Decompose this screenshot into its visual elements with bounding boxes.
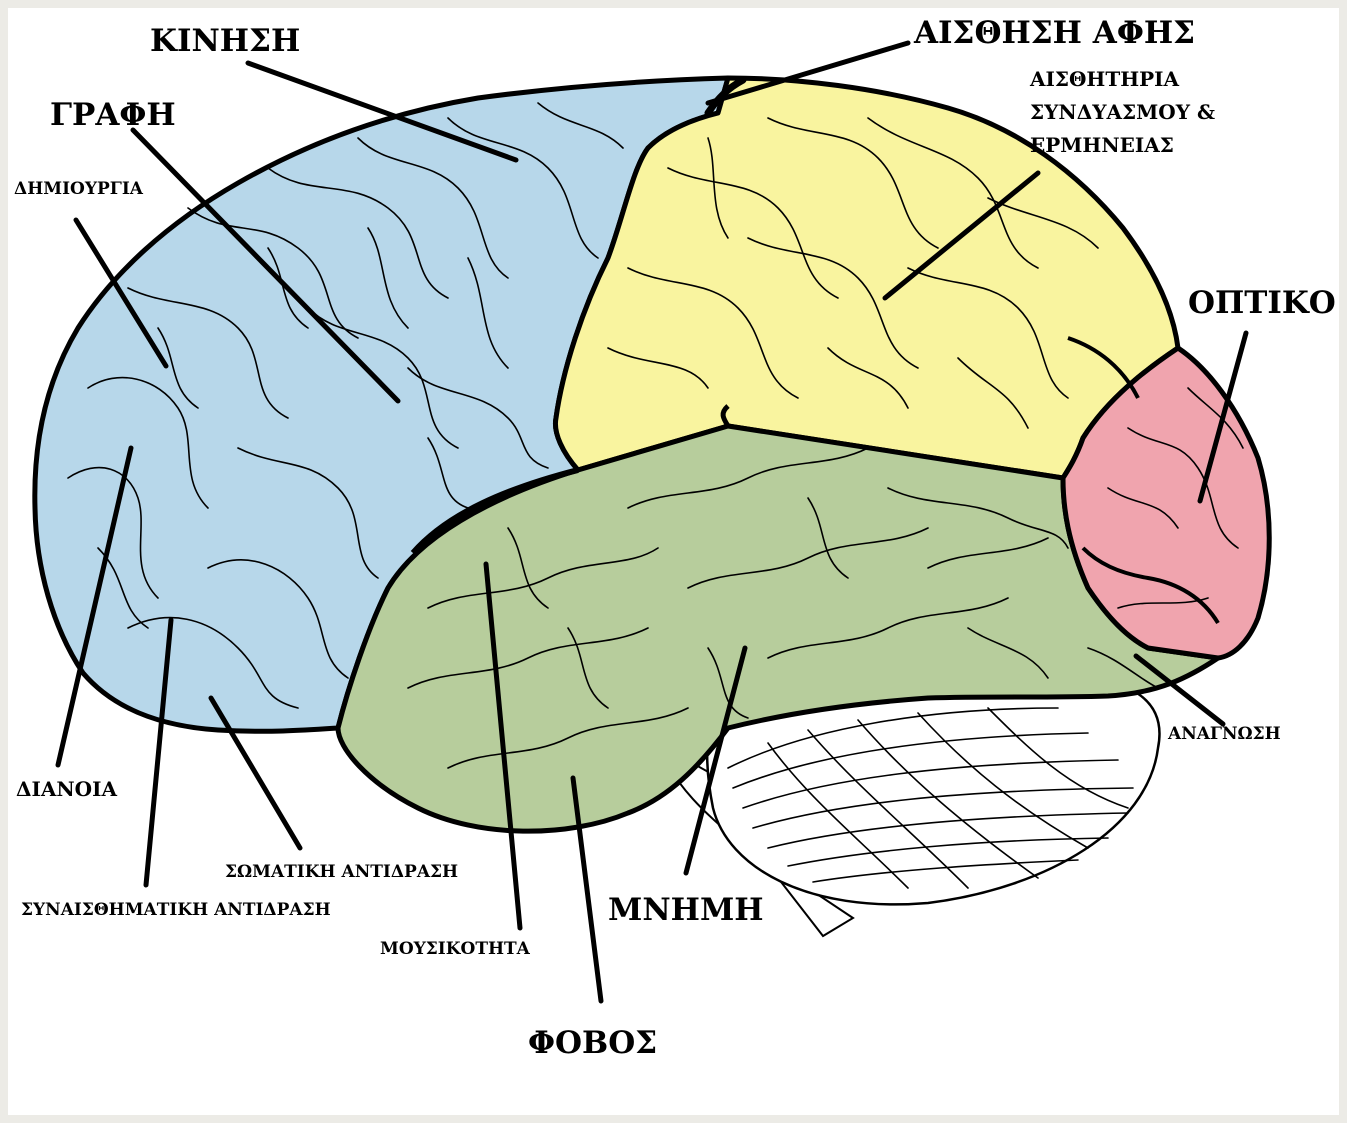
label-mousikotita: ΜΟΥΣΙΚΟΤΗΤΑ <box>380 940 530 960</box>
label-synaisthimatiki-antidrasi: ΣΥΝΑΙΣΘΗΜΑΤΙΚΗ ΑΝΤΙΔΡΑΣΗ <box>21 901 331 921</box>
label-fovos: ΦΟΒΟΣ <box>528 1026 657 1062</box>
label-aisthitiria-line1: ΑΙΣΘΗΤΗΡΙΑ <box>1030 68 1179 91</box>
label-somatiki-antidrasi: ΣΩΜΑΤΙΚΗ ΑΝΤΙΔΡΑΣΗ <box>225 863 458 883</box>
label-optiko: ΟΠΤΙΚΟ <box>1188 286 1336 322</box>
brain-illustration <box>8 8 1339 1115</box>
label-aisthisi-afis: ΑΙΣΘΗΣΗ ΑΦΗΣ <box>914 16 1195 52</box>
label-grafi: ΓΡΑΦΗ <box>50 98 176 134</box>
label-mnimi: ΜΝΗΜΗ <box>608 893 764 929</box>
label-dianoia: ΔΙΑΝΟΙΑ <box>16 778 117 801</box>
label-aisthitiria-line2: ΣΥΝΔΥΑΣΜΟΥ & <box>1030 101 1215 124</box>
brain-diagram: ΚΙΝΗΣΗ ΓΡΑΦΗ ΔΗΜΙΟΥΡΓΙΑ ΑΙΣΘΗΣΗ ΑΦΗΣ ΑΙΣ… <box>8 8 1339 1115</box>
label-kinisi: ΚΙΝΗΣΗ <box>150 24 300 60</box>
label-dimiourgia: ΔΗΜΙΟΥΡΓΙΑ <box>14 180 143 200</box>
label-anagnosi: ΑΝΑΓΝΩΣΗ <box>1168 725 1281 745</box>
label-aisthitiria-line3: ΕΡΜΗΝΕΙΑΣ <box>1030 134 1174 157</box>
